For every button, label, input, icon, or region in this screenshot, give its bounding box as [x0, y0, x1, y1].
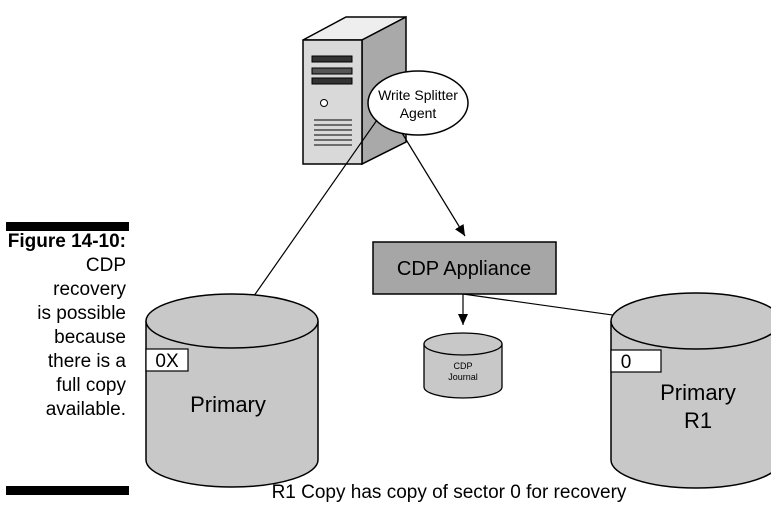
caption-line: full copy — [56, 375, 126, 396]
replica-label-line1: Primary — [660, 380, 736, 405]
cdp-journal-disk: CDP Journal — [423, 332, 503, 399]
journal-label-line2: Journal — [448, 372, 478, 382]
primary-sector-label: 0X — [155, 351, 179, 372]
caption-bottom-bar — [6, 486, 129, 495]
caption-line: there is a — [47, 351, 126, 372]
cdp-appliance: CDP Appliance — [372, 241, 557, 295]
diagram-bottom-caption: R1 Copy has copy of sector 0 for recover… — [272, 482, 627, 503]
primary-disk: 0X Primary — [145, 293, 319, 488]
caption-line: recovery — [53, 279, 126, 300]
agent-label-line1: Write Splitter — [378, 87, 458, 103]
primary-label: Primary — [190, 392, 266, 417]
replica-sector-box — [610, 349, 662, 373]
caption-line: because — [54, 327, 126, 348]
arrow-agent-to-primary — [241, 119, 378, 314]
write-splitter-agent: Write Splitter Agent — [367, 70, 469, 136]
replica-sector-label: 0 — [621, 352, 632, 373]
figure-label: Figure 14-10: — [7, 231, 126, 252]
appliance-label: CDP Appliance — [397, 258, 531, 280]
primary-sector-box — [145, 348, 189, 372]
caption-line: CDP — [85, 255, 126, 276]
replica-disk: 0 Primary R1 — [610, 292, 771, 489]
agent-label-line2: Agent — [400, 105, 437, 121]
figure-caption: Figure 14-10: CDP recovery is possible b… — [0, 230, 126, 422]
caption-top-bar — [6, 222, 129, 231]
caption-line: is possible — [37, 303, 126, 324]
arrow-agent-to-appliance — [401, 132, 466, 237]
caption-line: available. — [45, 399, 126, 420]
journal-label-line1: CDP — [453, 361, 472, 371]
replica-label-line2: R1 — [684, 408, 712, 433]
